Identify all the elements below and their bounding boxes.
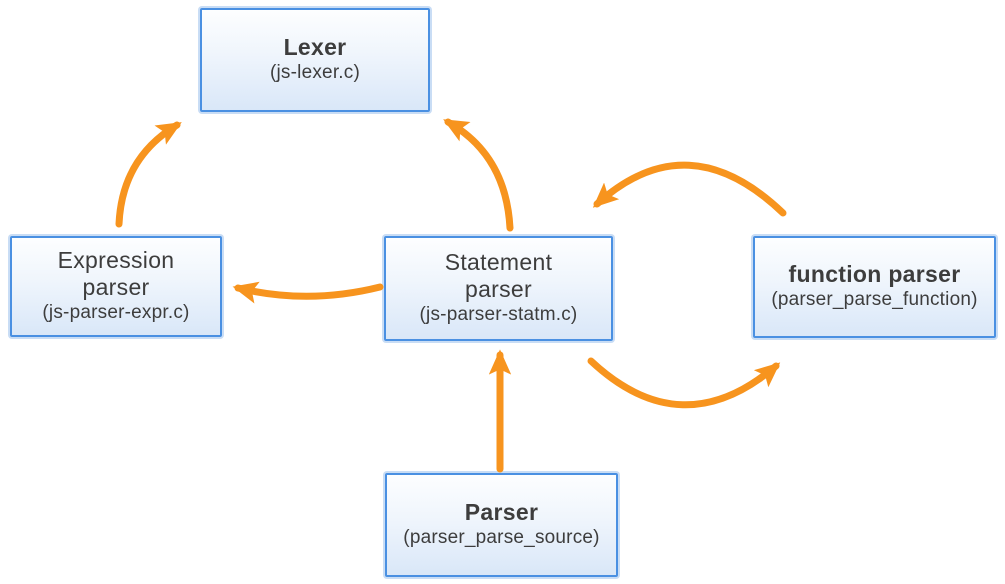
arrow-statement-parser-to-expression-parser — [232, 281, 384, 304]
node-parser-title: Parser — [464, 499, 539, 526]
node-expression-parser-subtitle: (js-parser-expr.c) — [42, 302, 190, 324]
node-parser-subtitle: (parser_parse_source) — [403, 527, 600, 549]
node-function-parser-subtitle: (parser_parse_function) — [771, 289, 978, 311]
node-lexer-subtitle: (js-lexer.c) — [269, 62, 360, 84]
node-expression-parser-title: Expression parser — [57, 247, 175, 301]
node-lexer-title: Lexer — [283, 34, 347, 61]
node-lexer: Lexer (js-lexer.c) — [200, 8, 430, 112]
node-statement-parser-subtitle: (js-parser-statm.c) — [419, 304, 578, 326]
node-function-parser-title: function parser — [788, 261, 961, 288]
node-statement-parser: Statement parser (js-parser-statm.c) — [384, 236, 613, 341]
node-function-parser: function parser (parser_parse_function) — [753, 236, 996, 338]
node-parser: Parser (parser_parse_source) — [385, 473, 618, 577]
arrow-statement-parser-to-function-parser — [587, 357, 781, 409]
arrow-expression-parser-to-lexer — [115, 121, 182, 228]
node-statement-parser-title: Statement parser — [444, 249, 553, 303]
arrow-statement-parser-to-lexer — [443, 118, 514, 232]
node-expression-parser: Expression parser (js-parser-expr.c) — [10, 236, 222, 337]
arrow-function-parser-to-statement-parser — [592, 161, 787, 217]
